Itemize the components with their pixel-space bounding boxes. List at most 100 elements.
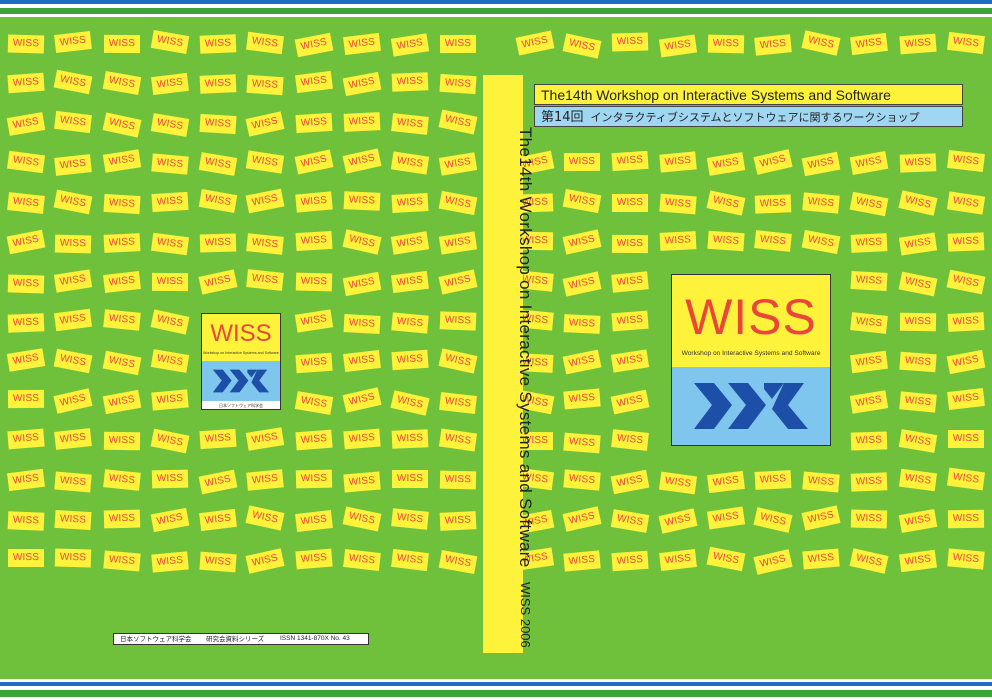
wiss-tile: WISS — [103, 550, 141, 572]
wiss-tile: WISS — [659, 194, 697, 215]
wiss-tile: WISS — [7, 510, 45, 531]
wiss-tile: WISS — [343, 429, 381, 450]
front-title-japanese-text: インタラクティブシステムとソフトウェアに関するワークショップ — [590, 111, 920, 124]
front-wiss-logo: WISS Workshop on Interactive Systems and… — [671, 274, 831, 446]
back-logo-subtitle: Workshop on Interactive Systems and Soft… — [203, 351, 279, 355]
wiss-tile: WISS — [754, 469, 792, 490]
wiss-tile: WISS — [754, 194, 792, 215]
wiss-tile: WISS — [246, 74, 284, 95]
wiss-tile: WISS — [899, 33, 937, 55]
wiss-tile: WISS — [850, 509, 888, 529]
wiss-tile: WISS — [754, 33, 792, 56]
wiss-tile: WISS — [391, 429, 429, 450]
wiss-tile: WISS — [103, 431, 141, 451]
wiss-tile: WISS — [246, 233, 284, 255]
issn-number: ISSN 1341-870X No. 43 — [280, 635, 350, 642]
wiss-tile: WISS — [563, 153, 601, 172]
wiss-tile: WISS — [611, 235, 649, 254]
front-logo-yellow-panel — [672, 275, 830, 367]
spine-title: The14th Workshop on Interactive Systems … — [516, 127, 535, 568]
wiss-tile: WISS — [295, 469, 333, 489]
wiss-tile: WISS — [7, 429, 45, 450]
top-stripe-green — [0, 8, 992, 14]
wiss-tile: WISS — [439, 471, 477, 490]
spine: The14th Workshop on Interactive Systems … — [483, 75, 535, 653]
wiss-tile: WISS — [439, 74, 477, 95]
wiss-tile: WISS — [54, 234, 92, 254]
wiss-tile: WISS — [439, 511, 477, 531]
back-wiss-logo: WISS Workshop on Interactive Systems and… — [201, 313, 281, 410]
wiss-tile: WISS — [7, 72, 45, 94]
wiss-tile: WISS — [563, 313, 601, 334]
spine-code: WISS 2006 — [518, 582, 533, 648]
wiss-tile: WISS — [295, 429, 333, 450]
wiss-tile: WISS — [199, 551, 237, 572]
wiss-tile: WISS — [343, 471, 381, 493]
top-stripe-blue — [0, 0, 992, 4]
wiss-tile: WISS — [343, 191, 381, 211]
back-logo-society: 日本ソフトウェア科学会 — [202, 401, 280, 409]
wiss-tile: WISS — [563, 469, 601, 492]
wiss-tile: WISS — [899, 351, 937, 373]
wiss-tile: WISS — [391, 469, 429, 488]
wiss-tile: WISS — [947, 430, 985, 449]
wiss-tile: WISS — [151, 469, 189, 489]
wiss-tile: WISS — [802, 192, 840, 214]
front-title-japanese-prefix: 第14回 — [541, 110, 584, 125]
wiss-tile: WISS — [391, 312, 429, 334]
wiss-tile: WISS — [802, 548, 840, 570]
wiss-tile: WISS — [439, 311, 477, 331]
wiss-tile: WISS — [850, 271, 888, 292]
wiss-tile: WISS — [7, 390, 45, 409]
wiss-tile: WISS — [899, 391, 937, 413]
wiss-tile: WISS — [611, 33, 649, 52]
wiss-tile: WISS — [611, 551, 649, 572]
spine-text-group: The14th Workshop on Interactive Systems … — [503, 75, 543, 653]
wiss-tile: WISS — [899, 312, 937, 332]
wiss-tile: WISS — [659, 151, 697, 173]
wiss-tile: WISS — [947, 510, 985, 529]
wiss-tile: WISS — [295, 548, 333, 569]
wiss-tile: WISS — [850, 233, 888, 253]
wiss-tile: WISS — [295, 230, 333, 251]
wiss-tile: WISS — [295, 352, 333, 374]
wiss-tile: WISS — [199, 34, 237, 55]
wiss-tile: WISS — [391, 349, 429, 371]
front-title-japanese: 第14回 インタラクティブシステムとソフトウェアに関するワークショップ — [534, 106, 963, 127]
wiss-tile: WISS — [103, 509, 141, 529]
wiss-tile: WISS — [947, 31, 985, 54]
wiss-tile: WISS — [850, 472, 888, 492]
wiss-tile: WISS — [802, 471, 840, 493]
publisher-line: 日本ソフトウェア科学会 研究会資料シリーズ ISSN 1341-870X No.… — [113, 633, 369, 645]
wiss-tile: WISS — [659, 230, 697, 251]
wiss-tile: WISS — [611, 310, 649, 332]
wiss-tile: WISS — [707, 34, 745, 54]
publisher-name: 日本ソフトウェア科学会 — [120, 635, 192, 643]
wiss-tile: WISS — [7, 34, 45, 54]
wiss-tile: WISS — [343, 349, 381, 372]
wiss-tile: WISS — [54, 509, 92, 530]
wiss-tile: WISS — [563, 550, 601, 572]
front-logo-subtitle: Workshop on Interactive Systems and Soft… — [681, 350, 821, 357]
bottom-stripe-blue — [0, 682, 992, 686]
wiss-tile: WISS — [391, 72, 429, 92]
wiss-tile: WISS — [295, 190, 333, 213]
wiss-tile: WISS — [151, 72, 189, 95]
wiss-tile: WISS — [54, 548, 92, 568]
wiss-tile: WISS — [199, 429, 237, 450]
wiss-tile: WISS — [899, 153, 937, 173]
front-logo-wiss: WISS — [685, 289, 817, 345]
wiss-tile: WISS — [199, 233, 237, 252]
wiss-tile: WISS — [199, 114, 237, 135]
wiss-tile: WISS — [563, 432, 601, 453]
wiss-tile: WISS — [199, 74, 237, 94]
wiss-tile: WISS — [7, 313, 45, 333]
wiss-tile: WISS — [54, 471, 92, 493]
wiss-tile: WISS — [612, 194, 648, 213]
bottom-stripe-green — [0, 690, 992, 697]
wiss-tile: WISS — [343, 112, 381, 133]
wiss-tile: WISS — [7, 191, 45, 214]
wiss-tile: WISS — [151, 551, 189, 573]
jssst-logo-mark-icon — [212, 369, 270, 393]
wiss-tile: WISS — [7, 274, 45, 294]
